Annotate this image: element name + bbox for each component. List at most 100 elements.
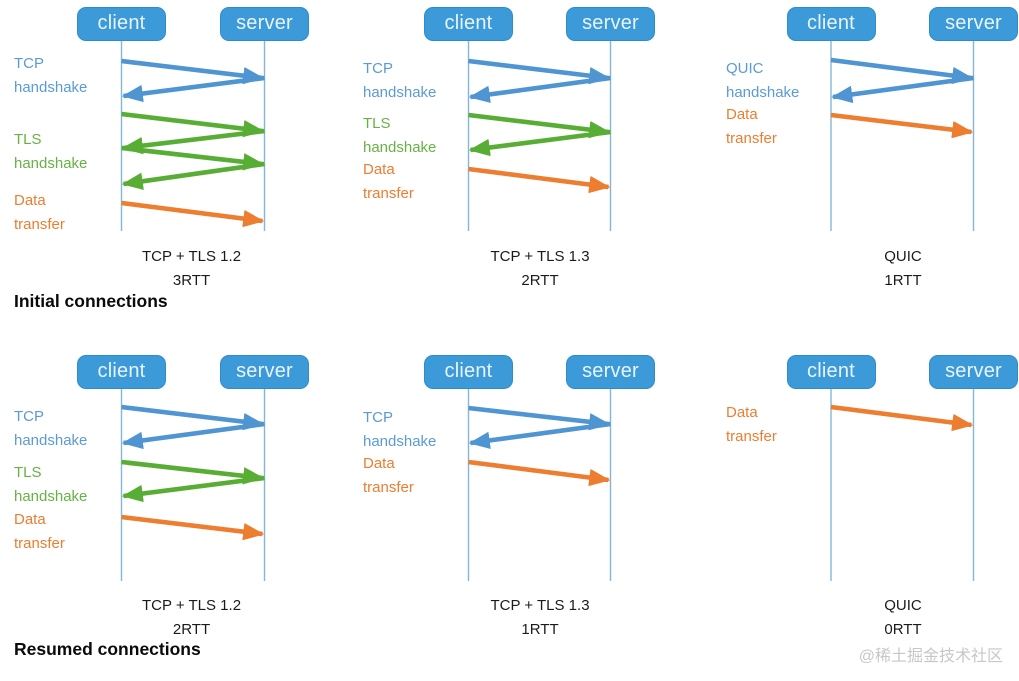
phase-label-tls-handshake: TLS handshake — [363, 112, 436, 160]
panel-caption-line: TCP + TLS 1.3 — [490, 597, 590, 614]
phase-label-line: TLS — [14, 464, 42, 481]
phase-label-data-transfer: Data transfer — [726, 103, 777, 151]
panel-caption-initial-quic: QUIC 1RTT — [793, 245, 1013, 293]
phase-label-data-transfer: Data transfer — [363, 452, 414, 500]
phase-label-line: handshake — [363, 84, 437, 101]
client-box: client — [786, 7, 876, 41]
phase-label-line: QUIC — [726, 60, 764, 77]
phase-label-line: Data — [363, 455, 395, 472]
watermark: @稀土掘金技术社区 — [858, 648, 1003, 665]
panel-caption-initial-tcp-tls-1-3: TCP + TLS 1.3 2RTT — [430, 245, 650, 293]
phase-label-line: handshake — [14, 155, 88, 172]
phase-label-line: handshake — [14, 79, 88, 96]
message-arrow-server-to-client — [121, 75, 265, 103]
panel-caption-line: 1RTT — [521, 621, 559, 638]
server-box: server — [929, 7, 1018, 41]
phase-label-line: Data — [14, 511, 46, 528]
phase-label-tls-handshake: TLS handshake — [14, 461, 87, 509]
phase-label-line: TCP — [14, 408, 44, 425]
message-arrow-client-to-server — [468, 459, 611, 487]
server-box: server — [566, 7, 655, 41]
phase-label-line: Data — [726, 404, 758, 421]
message-arrow-client-to-server — [468, 58, 611, 85]
message-arrow-client-to-server — [830, 57, 974, 85]
message-arrow-client-to-server — [468, 405, 611, 431]
phase-label-data-transfer: Data transfer — [363, 158, 414, 206]
panel-caption-line: TCP + TLS 1.2 — [141, 597, 242, 614]
message-arrow-client-to-server — [121, 145, 265, 171]
phase-label-line: handshake — [14, 432, 88, 449]
panel-caption-line: 3RTT — [172, 272, 211, 289]
message-arrow-client-to-server — [830, 112, 974, 139]
section-heading-initial-connections: Initial connections — [14, 291, 168, 311]
phase-label-tcp-handshake: TCP handshake — [14, 52, 87, 100]
message-arrow-server-to-client — [468, 75, 611, 104]
message-arrow-client-to-server — [121, 200, 265, 228]
section-heading-resumed-connections: Resumed connections — [14, 639, 201, 659]
message-arrow-server-to-client — [468, 421, 611, 450]
phase-label-data-transfer: Data transfer — [726, 401, 777, 449]
panel-caption-resumed-tcp-tls-1-3: TCP + TLS 1.3 1RTT — [430, 594, 650, 642]
panel-caption-line: 2RTT — [172, 621, 211, 638]
phase-label-line: TLS — [363, 115, 391, 132]
phase-label-line: transfer — [726, 428, 777, 445]
message-arrow-client-to-server — [468, 166, 611, 194]
message-arrow-client-to-server — [121, 111, 265, 138]
phase-label-data-transfer: Data transfer — [14, 508, 65, 556]
phase-label-line: TLS — [14, 131, 42, 148]
message-arrow-client-to-server — [121, 514, 265, 541]
phase-label-line: transfer — [14, 216, 65, 233]
server-box: server — [220, 355, 309, 389]
message-arrow-client-to-server — [468, 112, 611, 139]
server-box: server — [566, 355, 655, 389]
phase-label-line: TCP — [363, 409, 393, 426]
server-box: server — [220, 7, 309, 41]
message-arrow-server-to-client — [121, 161, 265, 190]
panel-caption-line: 1RTT — [884, 272, 922, 289]
phase-label-line: TCP — [14, 55, 44, 72]
phase-label-tcp-handshake: TCP handshake — [14, 405, 87, 453]
panel-caption-line: 0RTT — [884, 621, 922, 638]
panel-caption-line: QUIC — [884, 597, 922, 614]
panel-caption-resumed-tcp-tls-1-2: TCP + TLS 1.2 2RTT — [82, 594, 302, 642]
phase-label-line: transfer — [726, 130, 777, 147]
server-box: server — [929, 355, 1018, 389]
phase-label-line: Data — [363, 161, 395, 178]
message-arrow-client-to-server — [121, 58, 265, 85]
message-arrow-server-to-client — [121, 475, 265, 503]
phase-label-tls-handshake: TLS handshake — [14, 128, 87, 176]
phase-label-tcp-handshake: TCP handshake — [363, 57, 436, 105]
phase-label-line: handshake — [726, 84, 800, 101]
phase-label-line: transfer — [363, 479, 414, 496]
panel-caption-line: TCP + TLS 1.3 — [490, 248, 590, 265]
client-box: client — [424, 7, 513, 41]
client-box: client — [77, 7, 166, 41]
client-box: client — [77, 355, 166, 389]
panel-caption-line: 2RTT — [521, 272, 559, 289]
phase-label-line: Data — [14, 192, 46, 209]
phase-label-tcp-handshake: TCP handshake — [363, 406, 436, 454]
panel-caption-line: TCP + TLS 1.2 — [141, 248, 242, 265]
phase-label-line: transfer — [363, 185, 414, 202]
phase-label-line: Data — [726, 106, 758, 123]
message-arrow-server-to-client — [468, 129, 611, 157]
panel-caption-line: QUIC — [884, 248, 922, 265]
message-arrow-server-to-client — [831, 75, 974, 104]
message-arrow-client-to-server — [121, 404, 265, 431]
phase-label-line: handshake — [363, 139, 437, 156]
panel-caption-resumed-quic: QUIC 0RTT — [793, 594, 1013, 642]
phase-label-line: transfer — [14, 535, 65, 552]
phase-label-data-transfer: Data transfer — [14, 189, 65, 237]
phase-label-line: TCP — [363, 60, 393, 77]
panel-caption-initial-tcp-tls-1-2: TCP + TLS 1.2 3RTT — [82, 245, 302, 293]
message-arrow-server-to-client — [121, 421, 265, 450]
client-box: client — [424, 355, 513, 389]
phase-label-line: handshake — [14, 488, 88, 505]
message-arrow-server-to-client — [121, 128, 265, 155]
phase-label-line: handshake — [363, 433, 437, 450]
message-arrow-client-to-server — [830, 404, 974, 432]
message-arrow-client-to-server — [121, 459, 265, 485]
phase-label-quic-handshake: QUIC handshake — [726, 57, 799, 105]
